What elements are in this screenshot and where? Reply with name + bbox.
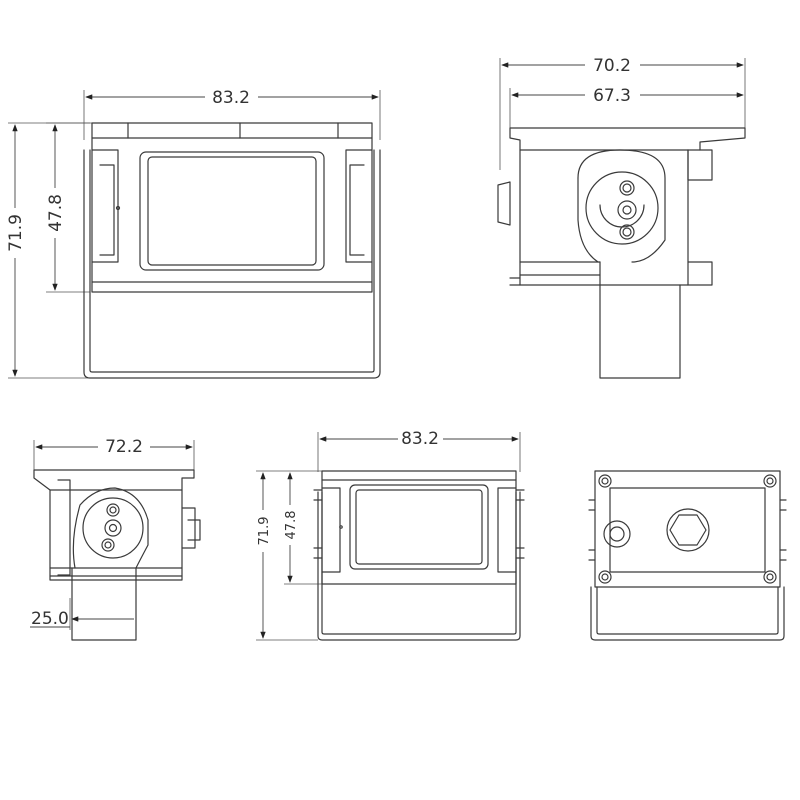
front-width-dimension: 83.2 [83,88,381,140]
small-width-dimension: 83.2 [317,429,521,472]
rear-view [588,470,787,641]
bracket-width-label: 25.0 [31,609,69,629]
side-body-width-dimension: 67.3 [509,86,744,128]
left-side-width-dimension: 72.2 [33,437,195,478]
side-overall-width-dimension: 70.2 [499,56,746,170]
front-height-label: 71.9 [6,214,26,252]
side-view-right: 70.2 67.3 [497,56,746,379]
side-overall-width-label: 70.2 [593,56,631,76]
front-view: 83.2 71.9 47.8 [6,88,381,379]
front-body-height-dimension: 47.8 [46,122,90,293]
front-height-dimension: 71.9 [6,122,92,379]
front-width-label: 83.2 [212,88,250,108]
small-width-label: 83.2 [401,429,439,449]
side-body-width-label: 67.3 [593,86,631,106]
small-body-height-dimension: 47.8 [284,472,322,585]
small-height-dimension: 71.9 [256,470,322,641]
bracket-width-dimension: 25.0 [30,598,137,630]
side-view-left: 72.2 25.0 [30,437,201,641]
small-height-label: 71.9 [257,517,272,546]
front-body-height-label: 47.8 [46,194,66,232]
front-view-small: 83.2 71.9 47.8 [256,429,525,641]
small-body-height-label: 47.8 [284,511,299,540]
left-side-width-label: 72.2 [105,437,143,457]
